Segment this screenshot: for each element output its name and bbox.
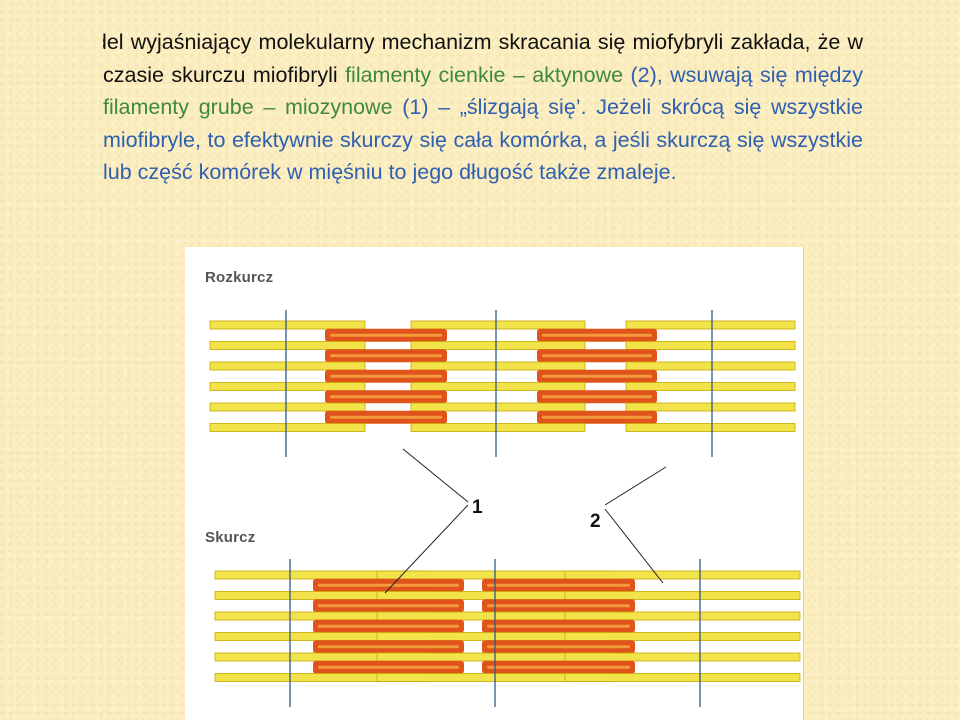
term-thick-filaments: filamenty grube – miozynowe [103, 95, 393, 119]
term-thin-filaments: filamenty cienkie – aktynowe [345, 63, 623, 87]
thin-filament [626, 362, 795, 370]
thick-filament-core [318, 604, 459, 607]
thin-filament [626, 321, 795, 329]
thick-filament-core [318, 584, 459, 587]
pointer-line [605, 467, 666, 505]
thick-filament-core [487, 625, 630, 628]
thin-filament [565, 674, 800, 682]
thick-filament-core [318, 666, 459, 669]
thick-filament-core [487, 604, 630, 607]
thin-filament [626, 403, 795, 411]
thick-filament-core [318, 645, 459, 648]
thick-filament-core [487, 645, 630, 648]
thick-filament-core [542, 416, 652, 419]
thick-filament-core [330, 395, 442, 398]
relaxed-label: Rozkurcz [205, 269, 273, 286]
sarcomere-diagram: Rozkurcz Skurcz 1 2 [185, 247, 804, 720]
thin-filament [565, 592, 800, 600]
pointer-line [403, 449, 468, 502]
thin-filament [210, 403, 365, 411]
contracted-sarcomere [215, 559, 800, 707]
thin-filament [565, 612, 800, 620]
thin-filament [565, 653, 800, 661]
relaxed-sarcomere [210, 310, 795, 457]
text-thin-number: (2), wsuwają się między [623, 63, 863, 87]
thin-filament [565, 633, 800, 641]
thick-filament-number: 1 [472, 497, 483, 519]
thin-filament [210, 383, 365, 391]
thin-filament [210, 321, 365, 329]
description-paragraph: Model wyjaśniający molekularny mechanizm… [103, 26, 863, 246]
thin-filament [210, 362, 365, 370]
thick-filament-core [542, 354, 652, 357]
thick-filament-core [330, 334, 442, 337]
thin-filament [411, 424, 585, 432]
thin-filament [411, 342, 585, 350]
thick-filament-core [487, 584, 630, 587]
thick-filament-core [330, 375, 442, 378]
thin-filament [626, 342, 795, 350]
thin-filament [565, 571, 800, 579]
thick-filament-core [542, 375, 652, 378]
thin-filament [626, 383, 795, 391]
thick-filament-core [330, 416, 442, 419]
thin-filament [626, 424, 795, 432]
thick-filament-core [542, 334, 652, 337]
thin-filament-number: 2 [590, 511, 601, 533]
thin-filament [210, 342, 365, 350]
thick-filament-core [318, 625, 459, 628]
thin-filament [411, 362, 585, 370]
thick-filament-core [487, 666, 630, 669]
thick-filament-core [330, 354, 442, 357]
thin-filament [411, 383, 585, 391]
diagram-canvas [185, 247, 803, 720]
thin-filament [411, 321, 585, 329]
contracted-label: Skurcz [205, 529, 255, 546]
thick-filament-core [542, 395, 652, 398]
thin-filament [210, 424, 365, 432]
thin-filament [411, 403, 585, 411]
